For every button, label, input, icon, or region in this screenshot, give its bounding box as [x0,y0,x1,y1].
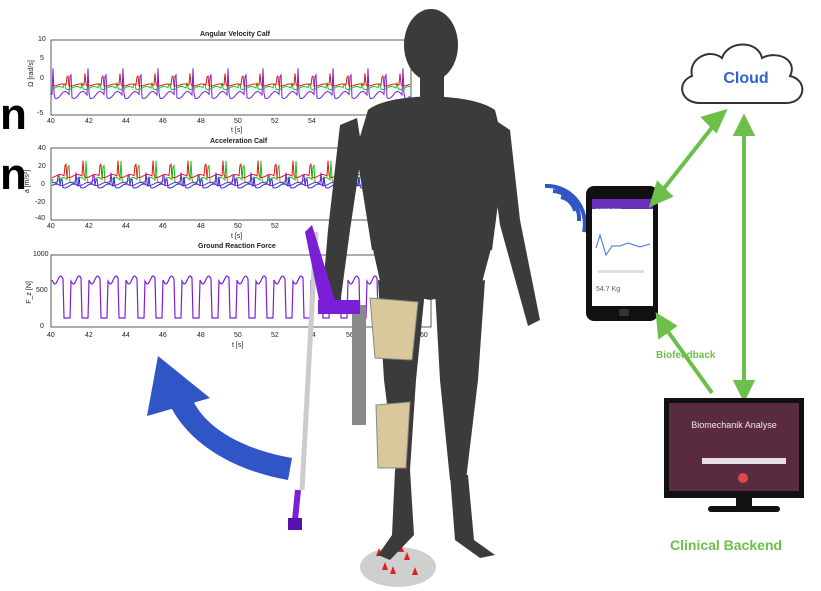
plot3-xtick: 46 [159,332,167,339]
plot2-ytick: 20 [38,163,46,170]
plot1-title: Angular Velocity Calf [200,31,271,38]
smartphone-icon [586,186,658,321]
cloud-label: Cloud [723,70,769,87]
plot3-xtick: 42 [85,332,93,339]
plot3-xtick: 44 [122,332,130,339]
clinical-backend-label: Clinical Backend [670,537,783,553]
prosthesis-icon [352,297,419,469]
plot3-xtick: 48 [197,332,205,339]
plot3-xlabel: t [s] [232,342,244,349]
plot1-ytick: 0 [40,75,44,82]
plot2-xtick: 42 [85,223,93,230]
plot1-xtick: 44 [122,118,130,125]
left-edge-char-1: n [0,90,27,139]
plot1-ytick: -5 [37,110,44,117]
phone-app-title: Gewichtsfeedback [596,207,621,211]
angular-velocity-trace [51,82,411,91]
plot1-xlabel: t [s] [231,127,243,134]
plot2-ytick: 40 [38,145,46,152]
plot1-xtick: 54 [308,118,316,125]
angular-velocity-trace [51,73,411,87]
crutch-icon [288,225,360,530]
monitor-icon [664,398,804,512]
phone-weight-readout: 54.7 Kg [596,286,621,293]
plot3-xtick: 52 [271,332,279,339]
plot1-xtick: 42 [85,118,93,125]
plot1-xtick: 48 [197,118,205,125]
plot3-xtick: 56 [346,332,354,339]
plot2-xtick: 44 [122,223,130,230]
plot2-xtick: 50 [234,223,242,230]
plot2-xlabel: t [s] [231,233,243,240]
plot3-xtick: 60 [420,332,428,339]
plot1-ytick: 5 [40,55,44,62]
plot3-ytick: 1000 [33,251,49,258]
connection-arrows [648,108,756,403]
plot2-xtick: 48 [197,223,205,230]
plot1-xtick: 50 [234,118,242,125]
plot1-xtick: 40 [47,118,55,125]
plot1-xtick: 52 [271,118,279,125]
wifi-icon [544,183,587,233]
biofeedback-label: Biofeedback [656,350,716,361]
plot2-ytick: -20 [35,199,46,206]
plot2-xtick: 40 [47,223,55,230]
left-edge-char-2: n [0,150,27,199]
monitor-screen-title: Biomechanik Analyse [691,420,777,430]
plot2-ytick: 0 [41,181,45,188]
plot3-frame [50,254,432,328]
ground-reaction-force-trace [51,275,431,319]
cloud-icon [681,43,804,104]
curved-arrow-icon [147,356,292,480]
plot2-xtick: 46 [159,223,167,230]
plot3-ytick: 500 [36,287,48,294]
plot2-xtick: 52 [271,223,279,230]
plot3-title: Ground Reaction Force [198,243,276,250]
plot1-ytick: 10 [38,36,46,43]
plot3-ytick: 0 [40,323,44,330]
angular-velocity-trace [51,68,411,100]
plot3-xtick: 40 [47,332,55,339]
plot2-ytick: -40 [35,215,46,222]
plot1-xtick: 46 [159,118,167,125]
plot3-xtick: 50 [234,332,242,339]
plot2-title: Acceleration Calf [210,138,268,145]
